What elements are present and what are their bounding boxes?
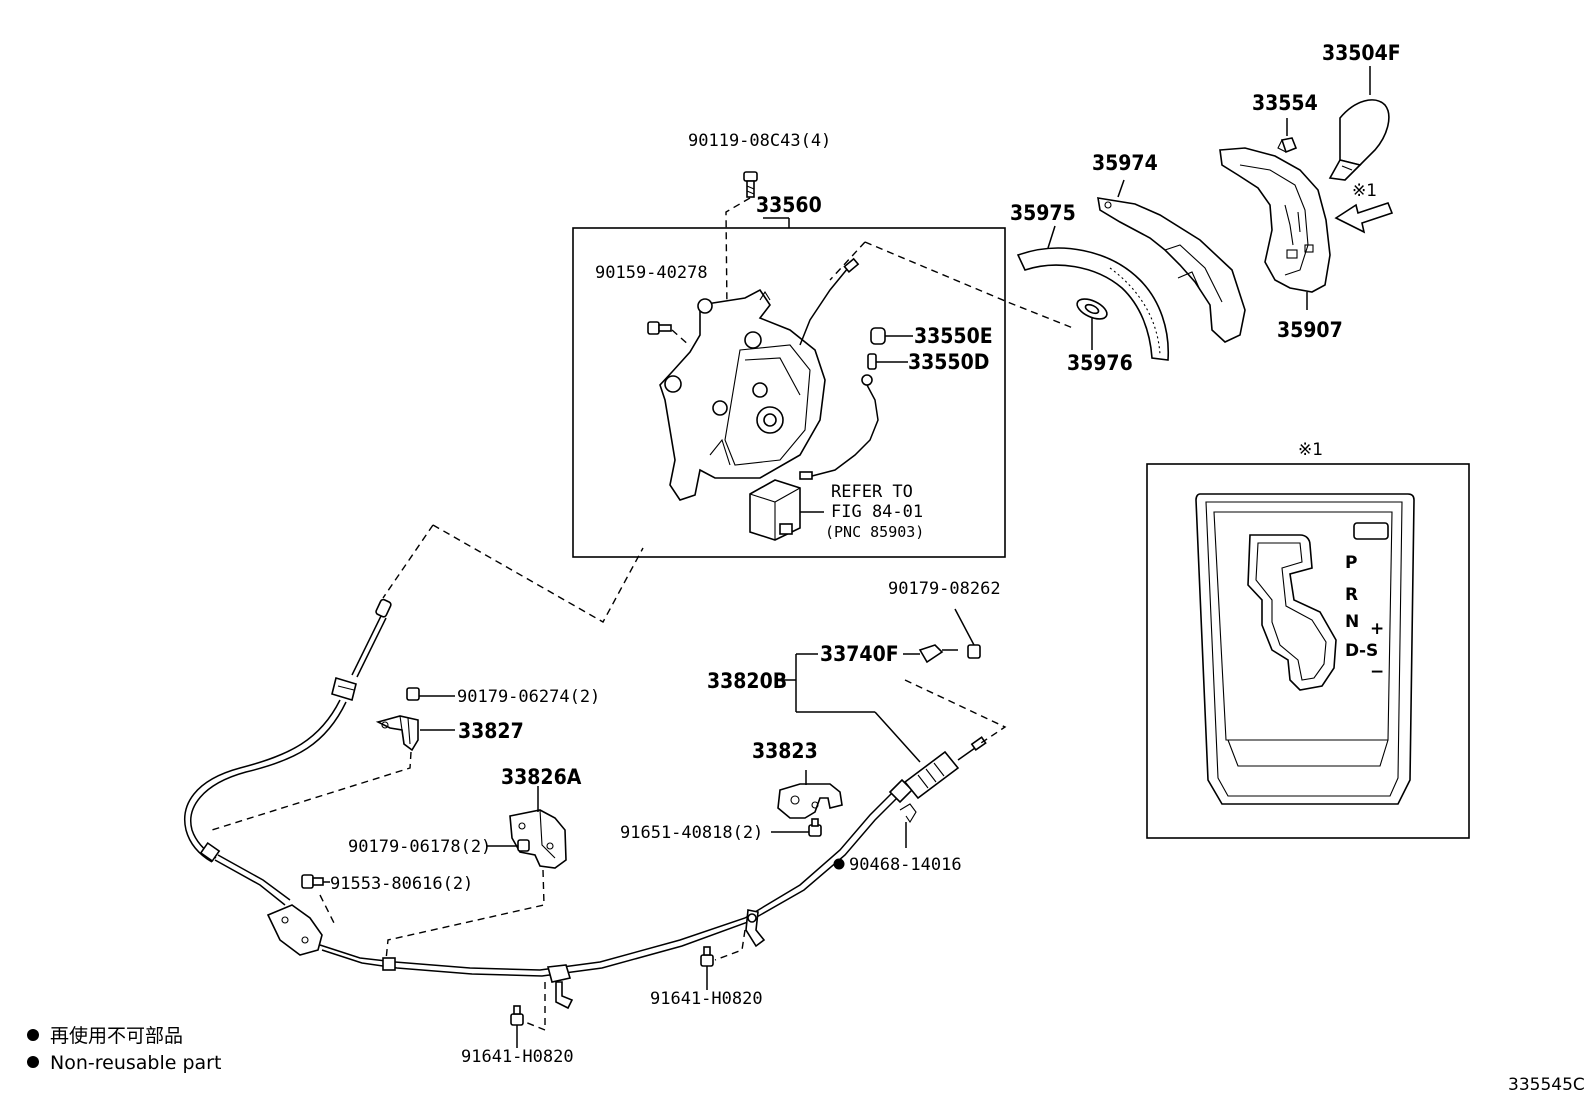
- bolt-91641-a-icon: [510, 1005, 524, 1026]
- non-reusable-marker-90468: [833, 858, 845, 870]
- label-refer-to: REFER TO: [831, 482, 913, 502]
- label-33823: 33823: [752, 739, 818, 763]
- bolt-91651-icon: [808, 818, 822, 837]
- plate-cover-35974-icon: [1097, 197, 1246, 343]
- label-90179-06178: 90179-06178(2): [348, 837, 491, 857]
- connector-block-icon: [749, 479, 801, 541]
- label-33550D: 33550D: [908, 350, 989, 374]
- gate-dash: -: [1359, 641, 1366, 661]
- label-33740F: 33740F: [820, 642, 899, 666]
- shift-lever-base-icon: [659, 288, 826, 501]
- figure-code: 335545C: [1508, 1075, 1585, 1095]
- legend: 再使用不可部品 Non-reusable part: [27, 1025, 221, 1074]
- bracket-33827-icon: [375, 715, 419, 752]
- shift-knob-33504F-icon: [1328, 99, 1390, 181]
- label-35974: 35974: [1092, 151, 1158, 175]
- bolt-90119-icon: [743, 171, 758, 198]
- bolt-91641-b-icon: [700, 946, 714, 967]
- label-90119: 90119-08C43(4): [688, 131, 831, 151]
- clip-33554-icon: [1277, 137, 1298, 154]
- legend-ja: 再使用不可部品: [50, 1025, 183, 1047]
- gate-S: S: [1366, 641, 1378, 661]
- label-91641-b: 91641-H0820: [650, 989, 763, 1009]
- bolt-90159-icon: [647, 321, 672, 335]
- label-91641-a: 91641-H0820: [461, 1047, 574, 1067]
- gate-P: P: [1345, 553, 1357, 573]
- switch-wire-icon: [799, 374, 879, 480]
- label-refer-fig: FIG 84-01: [831, 502, 923, 522]
- washer-35976-icon: [1076, 298, 1108, 320]
- label-33550E: 33550E: [914, 324, 993, 348]
- label-91553: 91553-80616(2): [330, 874, 473, 894]
- label-33827: 33827: [458, 719, 524, 743]
- label-35907: 35907: [1277, 318, 1343, 342]
- cable-upper-end-icon: [331, 598, 392, 702]
- nut-90179-08262-icon: [967, 644, 981, 659]
- bolt-90179-06178-icon: [517, 839, 530, 852]
- bolt-91553-icon: [301, 874, 324, 889]
- label-35975: 35975: [1010, 201, 1076, 225]
- gate-plus: +: [1370, 619, 1384, 639]
- label-33826A: 33826A: [501, 765, 582, 789]
- label-90179-06274: 90179-06274(2): [457, 687, 600, 707]
- bracket-33826A-icon: [509, 809, 567, 869]
- indicator-plate-35975-icon: [1016, 247, 1170, 361]
- label-ref1-box: ※1: [1298, 440, 1323, 460]
- cable-bracket-lower-icon: [266, 904, 323, 956]
- legend-en: Non-reusable part: [50, 1052, 221, 1074]
- view-arrow-icon: [1334, 202, 1394, 234]
- pin-33550D-icon: [867, 353, 877, 370]
- label-refer-pnc: (PNC 85903): [825, 523, 924, 541]
- nut-90179-06274-icon: [406, 687, 420, 701]
- gate-minus: −: [1370, 662, 1384, 682]
- gate-D: D: [1345, 641, 1359, 661]
- label-90179-08262: 90179-08262: [888, 579, 1001, 599]
- label-33554: 33554: [1252, 91, 1318, 115]
- label-90468: 90468-14016: [849, 855, 962, 875]
- label-35976: 35976: [1067, 351, 1133, 375]
- label-33504F: 33504F: [1322, 41, 1401, 65]
- cap-33550E-icon: [870, 327, 886, 345]
- label-33820B: 33820B: [707, 669, 787, 693]
- shift-gate-panel-icon: [1195, 493, 1415, 805]
- retainer-33823-icon: [777, 783, 843, 819]
- label-ref1-arrow: ※1: [1352, 181, 1377, 201]
- cable-end-33820B-icon: [888, 736, 987, 804]
- label-90159: 90159-40278: [595, 263, 708, 283]
- bezel-35907-icon: [1219, 147, 1331, 293]
- gate-R: R: [1345, 585, 1358, 605]
- label-33560: 33560: [756, 193, 822, 217]
- pin-33740F-icon: [918, 644, 958, 664]
- label-91651: 91651-40818(2): [620, 823, 763, 843]
- gate-panel-box: [1146, 463, 1470, 839]
- gate-N: N: [1345, 612, 1359, 632]
- clip-90468-icon: [899, 803, 917, 824]
